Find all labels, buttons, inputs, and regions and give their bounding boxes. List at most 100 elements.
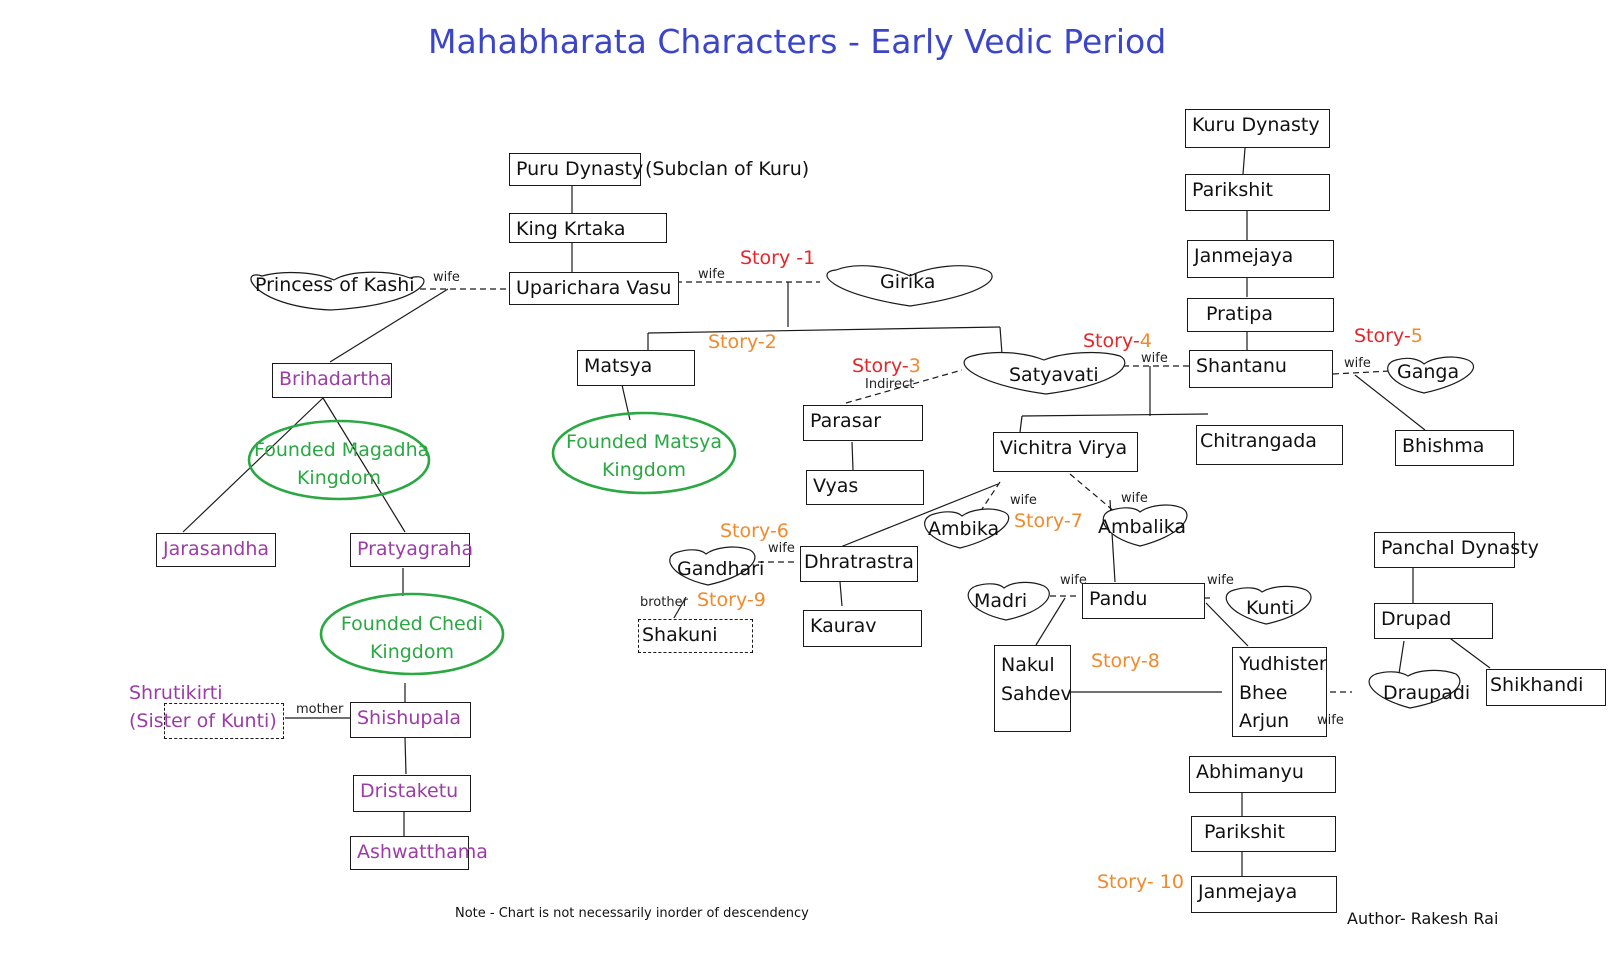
node-vyas: Vyas xyxy=(806,470,924,505)
node-jarasandha: Jarasandha xyxy=(156,533,276,567)
link-vichitra-ambika xyxy=(979,481,1001,513)
frame-shrutikirti-dashed xyxy=(164,703,284,739)
node-shantanu: Shantanu xyxy=(1189,350,1333,388)
node-pandu: Pandu xyxy=(1082,583,1205,619)
label-story-3: Story-3 xyxy=(852,355,921,377)
node-nakul-sahdev: Nakul Sahdev xyxy=(994,645,1072,732)
label-wife-kashi: wife xyxy=(433,270,460,285)
node-brihadartha: Brihadartha xyxy=(272,363,392,398)
heart-princess-kashi xyxy=(250,271,425,311)
label-wife-kunti: wife xyxy=(1207,573,1234,588)
text-magadha-kingdom: Founded Magadha Kingdom xyxy=(254,437,430,492)
node-satyavati: Satyavati xyxy=(1009,364,1099,386)
node-parasar: Parasar xyxy=(803,405,923,441)
heart-draupadi xyxy=(1368,669,1461,709)
link-parasar-vyas xyxy=(851,441,854,471)
node-parikshit-top: Parikshit xyxy=(1185,174,1330,211)
heart-madri xyxy=(967,581,1050,621)
link-children-bar xyxy=(647,326,1001,334)
label-wife-ambika: wife xyxy=(1010,493,1037,508)
heart-kunti xyxy=(1225,585,1312,625)
text-story-5-num: 5 xyxy=(1410,325,1423,347)
text-story-3-num: 3 xyxy=(908,355,921,377)
label-story-7: Story-7 xyxy=(1014,510,1083,532)
heart-girika xyxy=(826,265,993,307)
label-indirect: Indirect xyxy=(865,377,915,392)
node-kuru-dynasty: Kuru Dynasty xyxy=(1185,109,1330,148)
text-nakul: Nakul xyxy=(1001,654,1055,676)
text-magadha-line2: Kingdom xyxy=(296,466,382,489)
node-pratipa: Pratipa xyxy=(1187,298,1334,332)
node-kaurav: Kaurav xyxy=(803,610,922,647)
label-brother: brother xyxy=(640,595,688,610)
note-text: Note - Chart is not necessarily inorder … xyxy=(455,906,809,921)
link-dhratrastra-kaurav xyxy=(839,581,843,607)
node-kunti: Kunti xyxy=(1246,597,1295,619)
heart-ganga xyxy=(1387,356,1475,394)
label-subclan: (Subclan of Kuru) xyxy=(645,158,810,180)
node-ambalika: Ambalika xyxy=(1098,516,1187,538)
ellipse-matsya xyxy=(551,411,737,495)
node-ambika: Ambika xyxy=(928,518,1000,540)
node-shrutikirti: Shrutikirti (Sister of Kunti) xyxy=(129,680,277,735)
label-story-9: Story-9 xyxy=(697,589,766,611)
node-vichitra-virya: Vichitra Virya xyxy=(993,432,1138,472)
label-story-8: Story-8 xyxy=(1091,650,1160,672)
node-pratyagraha: Pratyagraha xyxy=(350,533,473,567)
ellipse-chedi xyxy=(319,592,505,676)
link-kashi-brihadartha xyxy=(329,288,449,363)
heart-ambika xyxy=(924,508,1010,549)
text-matsya-line2: Kingdom xyxy=(601,458,687,481)
heart-gandhari xyxy=(669,546,756,586)
link-to-vichitra xyxy=(1019,415,1023,433)
link-shishupala-dristaketu xyxy=(404,737,407,775)
label-story-10: Story- 10 xyxy=(1097,871,1184,893)
text-story-3-prefix: Story- xyxy=(852,355,909,377)
label-wife-ambalika: wife xyxy=(1121,491,1148,506)
author-text: Author- Rakesh Rai xyxy=(1347,909,1499,928)
label-story-4: Story-4 xyxy=(1083,330,1152,352)
text-shrutikirti-relation: (Sister of Kunti) xyxy=(129,709,277,732)
text-story-4-num: 4 xyxy=(1139,330,1152,352)
text-chedi-line1: Founded Chedi xyxy=(340,613,484,635)
text-shrutikirti-name: Shrutikirti xyxy=(129,682,223,704)
node-princess-kashi: Princess of Kashi xyxy=(255,274,415,296)
node-ashwatthama: Ashwatthama xyxy=(350,836,488,870)
node-parikshit-bottom: Parikshit xyxy=(1191,816,1336,852)
node-girika: Girika xyxy=(880,271,936,293)
link-kuru-parikshit xyxy=(1242,147,1246,175)
link-children-bar-2 xyxy=(1021,413,1209,417)
label-wife-madri: wife xyxy=(1060,573,1087,588)
node-draupadi: Draupadi xyxy=(1383,682,1471,704)
text-story-5-prefix: Story- xyxy=(1354,325,1411,347)
node-janmejaya-top: Janmejaya xyxy=(1187,240,1334,278)
link-ganga-bhishma xyxy=(1354,374,1426,431)
label-wife-shantanu: wife xyxy=(1141,351,1168,366)
link-satyavati-parasar xyxy=(845,369,963,404)
label-wife-ganga: wife xyxy=(1344,356,1371,371)
text-bhee: Bhee xyxy=(1239,681,1288,704)
link-ambika-dhratrastra xyxy=(837,483,999,549)
text-matsya-line1: Founded Matsya xyxy=(565,431,723,453)
node-janmejaya-bottom: Janmejaya xyxy=(1191,876,1337,913)
text-magadha-line1: Founded Magadha xyxy=(254,439,430,461)
node-dristaketu: Dristaketu xyxy=(353,775,471,812)
node-bhishma: Bhishma xyxy=(1395,430,1514,466)
node-dhratrastra: Dhratrastra xyxy=(800,546,918,582)
link-to-satyavati xyxy=(999,326,1003,355)
node-uparichara-vasu: Uparichara Vasu xyxy=(509,272,679,305)
label-story-1: Story -1 xyxy=(740,247,816,269)
label-wife-gandhari: wife xyxy=(768,541,795,556)
label-story-2: Story-2 xyxy=(708,331,777,353)
label-mother: mother xyxy=(296,702,344,717)
label-wife-draupadi: wife xyxy=(1317,713,1344,728)
heart-satyavati xyxy=(963,351,1126,395)
ellipse-magadha xyxy=(247,419,431,501)
link-brihadartha-jarasandha xyxy=(182,397,324,533)
link-gandhari-shakuni xyxy=(673,596,687,619)
node-drupad: Drupad xyxy=(1374,603,1493,639)
text-story-4-prefix: Story- xyxy=(1083,330,1140,352)
page-title: Mahabharata Characters - Early Vedic Per… xyxy=(428,22,1167,61)
